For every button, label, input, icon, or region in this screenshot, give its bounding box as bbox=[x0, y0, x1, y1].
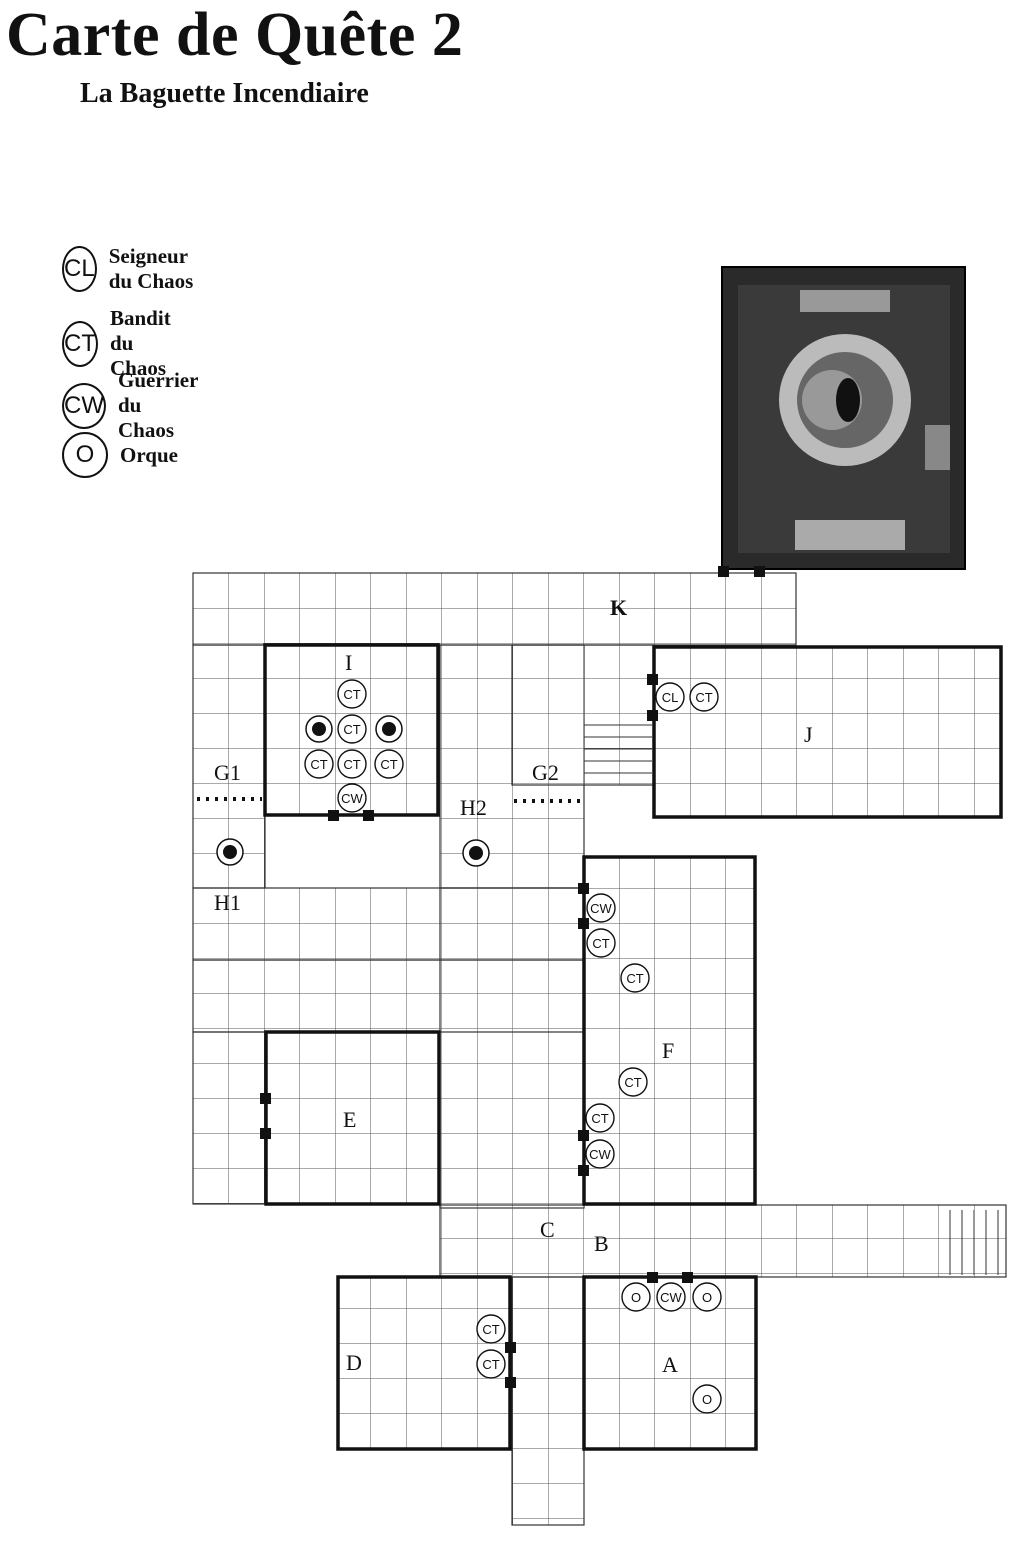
monster-token: CT bbox=[337, 679, 367, 709]
room-label-G2: G2 bbox=[532, 760, 559, 785]
door-icons bbox=[260, 566, 765, 1388]
svg-text:CT: CT bbox=[343, 687, 360, 702]
svg-text:CL: CL bbox=[662, 690, 679, 705]
svg-text:CT: CT bbox=[626, 971, 643, 986]
map-title: Carte de Quête 2 bbox=[6, 1, 464, 69]
room-label-D: D bbox=[346, 1350, 362, 1375]
room-label-I: I bbox=[345, 650, 352, 675]
monster-token: CT bbox=[337, 749, 367, 779]
svg-text:CT: CT bbox=[482, 1357, 499, 1372]
svg-text:O: O bbox=[702, 1392, 712, 1407]
room-labels: I J K F E C B D A G1 G2 H1 H2 bbox=[214, 595, 813, 1377]
svg-text:CW: CW bbox=[589, 1147, 611, 1162]
monster-token: CT bbox=[374, 749, 404, 779]
room-label-H2: H2 bbox=[460, 795, 487, 820]
monster-token: O bbox=[692, 1384, 722, 1414]
monster-token: CT bbox=[618, 1067, 648, 1097]
svg-text:CT: CT bbox=[343, 757, 360, 772]
legend-label: Orque bbox=[120, 442, 178, 467]
monster-token: CT bbox=[585, 1103, 615, 1133]
svg-text:CW: CW bbox=[590, 901, 612, 916]
legend-item-chaos-lord: CL Seigneur du Chaos bbox=[62, 244, 199, 294]
room-label-G1: G1 bbox=[214, 760, 241, 785]
legend-label: Bandit du Chaos bbox=[110, 306, 171, 380]
svg-text:CT: CT bbox=[591, 1111, 608, 1126]
monster-token: O bbox=[692, 1282, 722, 1312]
monster-token: CL bbox=[655, 682, 685, 712]
room-E bbox=[264, 1030, 441, 1206]
monster-token: CW bbox=[585, 1139, 615, 1169]
svg-text:CT: CT bbox=[343, 722, 360, 737]
stairs-icon bbox=[584, 724, 999, 1275]
chaos-warrior-icon: CW bbox=[62, 382, 106, 429]
room-label-H1: H1 bbox=[214, 890, 241, 915]
chaos-lord-icon: CL bbox=[62, 246, 97, 292]
room-label-B: B bbox=[594, 1231, 609, 1256]
monster-token: CW bbox=[586, 893, 616, 923]
room-label-J: J bbox=[804, 722, 813, 747]
secret-passage-icon bbox=[197, 797, 580, 803]
svg-text:O: O bbox=[702, 1290, 712, 1305]
svg-text:CT: CT bbox=[695, 690, 712, 705]
trap-icons bbox=[216, 715, 490, 867]
room-label-K: K bbox=[610, 595, 627, 620]
legend-item-orc: O Orque bbox=[62, 432, 178, 478]
legend-label: Guerrier du Chaos bbox=[117, 368, 199, 442]
map-subtitle: La Baguette Incendiaire bbox=[80, 78, 369, 109]
svg-text:CT: CT bbox=[310, 757, 327, 772]
monster-tokens: CT CT CT CT CT CW CL CT CW CT CT CT CT C… bbox=[304, 679, 722, 1414]
game-board-image bbox=[721, 266, 966, 570]
orc-icon: O bbox=[62, 432, 108, 478]
svg-text:O: O bbox=[631, 1290, 641, 1305]
monster-token: CT bbox=[476, 1314, 506, 1344]
room-J bbox=[652, 645, 1003, 819]
monster-token: CT bbox=[476, 1349, 506, 1379]
svg-text:CW: CW bbox=[660, 1290, 682, 1305]
legend-item-chaos-warrior: CW Guerrier du Chaos bbox=[62, 368, 200, 443]
room-label-E: E bbox=[343, 1107, 356, 1132]
room-label-F: F bbox=[662, 1038, 674, 1063]
monster-token: CW bbox=[656, 1282, 686, 1312]
monster-token: CT bbox=[337, 714, 367, 744]
monster-token: CT bbox=[689, 682, 719, 712]
room-label-C: C bbox=[540, 1217, 555, 1242]
legend-item-chaos-bandit: CT Bandit du Chaos bbox=[62, 306, 181, 381]
svg-text:CW: CW bbox=[341, 791, 363, 806]
monster-token: CT bbox=[620, 963, 650, 993]
legend-label: Seigneur du Chaos bbox=[108, 244, 194, 293]
svg-text:CT: CT bbox=[482, 1322, 499, 1337]
svg-text:CT: CT bbox=[380, 757, 397, 772]
svg-text:CT: CT bbox=[592, 936, 609, 951]
monster-token: CT bbox=[586, 928, 616, 958]
monster-token: O bbox=[621, 1282, 651, 1312]
svg-text:CT: CT bbox=[624, 1075, 641, 1090]
room-label-A: A bbox=[662, 1352, 678, 1377]
monster-token: CT bbox=[304, 749, 334, 779]
chaos-bandit-icon: CT bbox=[62, 320, 98, 367]
monster-token: CW bbox=[337, 783, 367, 813]
